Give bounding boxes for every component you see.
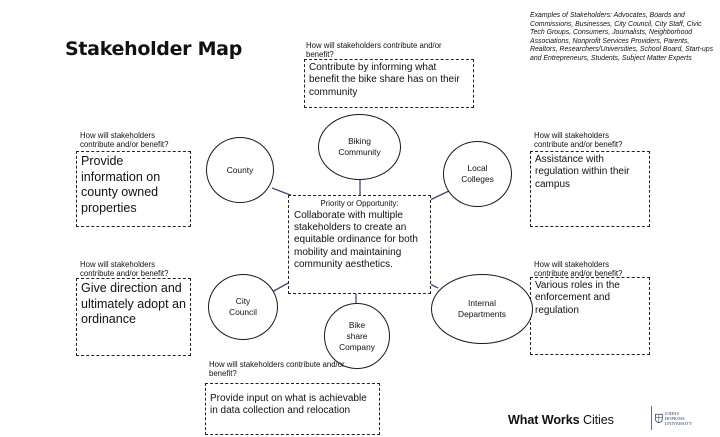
node-colleges-line2: Colleges [461,174,494,184]
contribution-council: Give direction and ultimately adopt an o… [76,278,191,356]
node-biking-line2: Community [338,147,381,157]
question-internal: How will stakeholders contribute and/or … [534,260,623,279]
page-title: Stakeholder Map [65,38,242,60]
jhu-line2: UNIVERSITY [664,420,693,426]
priority-label: Priority or Opportunity: [320,199,399,208]
jhu-logo: JOHNS HOPKINS UNIVERSITY [651,406,695,430]
connector-council [271,281,291,293]
node-bikeshare-line3: Company [339,341,375,352]
brand-bold: What Works [508,413,580,427]
stakeholder-examples: Examples of Stakeholders: Advocates, Boa… [530,12,714,62]
node-bikeshare-line2: share [346,330,368,341]
node-city-council: City Council [208,274,278,340]
node-biking-community: Biking Community [318,114,401,180]
priority-box: Priority or Opportunity: Collaborate wit… [288,195,431,294]
node-bikeshare-line1: Bike [348,319,366,330]
jhu-shield-icon [655,413,663,423]
node-council-line2: Council [229,307,257,317]
contribution-internal: Various roles in the enforcement and reg… [530,277,650,355]
node-bike-share-company: Bike share Company [324,303,390,369]
node-local-colleges: Local Colleges [443,141,512,207]
brand-logo-what-works-cities: What Works Cities [508,413,614,427]
jhu-line1: JOHNS HOPKINS [664,410,685,421]
contribution-biking: Contribute by informing what benefit the… [304,59,474,108]
question-county: How will stakeholders contribute and/or … [80,131,169,150]
node-biking-line1: Biking [348,136,371,146]
question-biking: How will stakeholders contribute and/or … [306,41,442,60]
node-internal-line2: Departments [458,309,506,319]
node-colleges-line1: Local [467,163,488,173]
connector-internal [429,283,439,289]
brand-light: Cities [582,413,614,427]
priority-text: Collaborate with multiple stakeholders t… [294,210,418,270]
connector-county [271,187,294,197]
contribution-colleges: Assistance with regulation within their … [530,151,650,227]
question-council: How will stakeholders contribute and/or … [80,260,169,279]
node-internal-departments: Internal Departments [431,274,533,344]
question-colleges: How will stakeholders contribute and/or … [534,131,623,150]
node-internal-line1: Internal [468,298,496,308]
node-county-line1: County [226,164,254,175]
question-bikeshare: How will stakeholders contribute and/or … [209,360,345,379]
node-county: County [206,137,274,203]
contribution-county: Provide information on county owned prop… [76,151,191,227]
node-council-line1: City [235,296,251,306]
contribution-bikeshare: Provide input on what is achievable in d… [205,383,380,435]
